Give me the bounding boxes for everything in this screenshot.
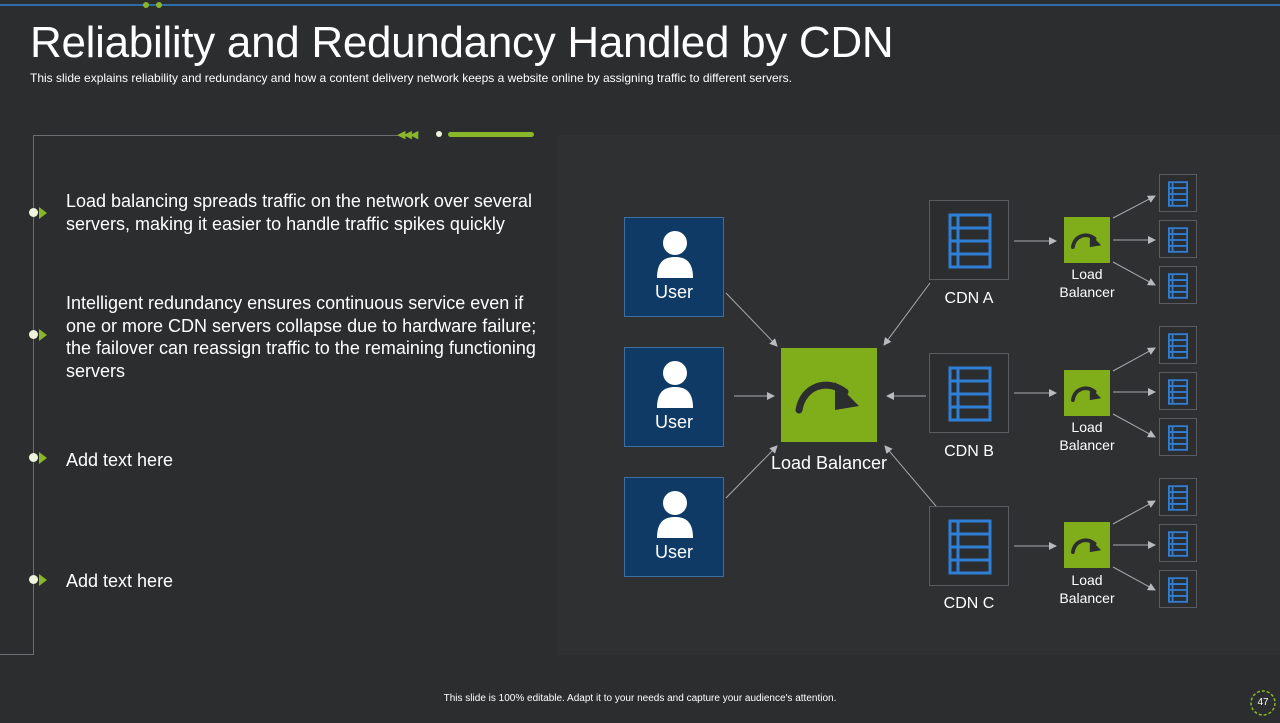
server-node	[1159, 524, 1197, 562]
cdn-label: CDN B	[944, 443, 994, 460]
cdn-node-b	[929, 353, 1009, 433]
server-rack-icon	[948, 366, 992, 422]
server-node	[1159, 174, 1197, 212]
bullet-text-1: Load balancing spreads traffic on the ne…	[66, 191, 532, 234]
top-accent-dot	[143, 2, 149, 8]
page-title: Reliability and Redundancy Handled by CD…	[30, 18, 894, 67]
edge-load-balancer-node	[1064, 370, 1110, 416]
gear-ring-icon	[1250, 690, 1276, 716]
top-accent-line	[0, 4, 1280, 6]
frame-line-top	[33, 135, 398, 136]
server-node	[1159, 372, 1197, 410]
server-rack-icon	[1168, 485, 1188, 511]
main-load-balancer-label: Load Balancer	[770, 453, 888, 473]
server-node	[1159, 478, 1197, 516]
page-number: 47	[1257, 697, 1269, 708]
bullet-icon	[29, 574, 49, 586]
redirect-arrow-icon	[1070, 233, 1102, 249]
page-number-badge: 47	[1248, 688, 1278, 718]
edge-load-balancer-node	[1064, 522, 1110, 568]
server-node	[1159, 326, 1197, 364]
server-node	[1159, 418, 1197, 456]
user-node-1: User	[624, 217, 724, 317]
server-rack-icon	[1168, 181, 1188, 207]
frame-line-vertical	[33, 135, 34, 655]
server-node	[1159, 570, 1197, 608]
redirect-arrow-icon	[1070, 386, 1102, 402]
accent-dot	[436, 131, 442, 137]
user-node-2: User	[624, 347, 724, 447]
user-label: User	[654, 542, 693, 562]
cdn-node-a	[929, 200, 1009, 280]
user-icon	[657, 231, 693, 278]
edge-load-balancer-label: Load Balancer	[1059, 572, 1115, 606]
bullet-icon	[29, 452, 49, 464]
redirect-arrow-icon	[1070, 538, 1102, 554]
cdn-label: CDN C	[943, 595, 995, 612]
server-rack-icon	[1168, 577, 1188, 603]
redirect-arrow-icon	[795, 381, 859, 414]
frame-line-bottom	[0, 654, 34, 655]
server-rack-icon	[948, 213, 992, 269]
server-rack-icon	[1168, 333, 1188, 359]
bullet-icon	[29, 329, 49, 341]
user-icon	[657, 361, 693, 408]
cdn-node-c	[929, 506, 1009, 586]
bullet-text-4: Add text here	[66, 571, 174, 591]
accent-bar	[448, 132, 534, 137]
server-rack-icon	[1168, 379, 1188, 405]
server-node	[1159, 266, 1197, 304]
bullet-icon	[29, 207, 49, 219]
bullet-text-3: Add text here	[66, 450, 174, 470]
user-label: User	[654, 412, 693, 432]
edge-load-balancer-label: Load Balancer	[1059, 419, 1115, 453]
edge-load-balancer-node	[1064, 217, 1110, 263]
main-load-balancer-node	[781, 348, 877, 442]
edge-load-balancer-label: Load Balancer	[1059, 266, 1115, 300]
user-icon	[657, 491, 693, 538]
server-node	[1159, 220, 1197, 258]
server-rack-icon	[1168, 273, 1188, 299]
bullet-text-2: Intelligent redundancy ensures continuou…	[66, 293, 537, 381]
user-label: User	[654, 282, 693, 302]
top-accent-dot	[156, 2, 162, 8]
server-rack-icon	[1168, 425, 1188, 451]
server-rack-icon	[1168, 531, 1188, 557]
server-rack-icon	[948, 519, 992, 575]
triple-arrow-icon: ◀◀◀	[397, 129, 418, 141]
server-rack-icon	[1168, 227, 1188, 253]
user-node-3: User	[624, 477, 724, 577]
page-subtitle: This slide explains reliability and redu…	[30, 71, 792, 85]
cdn-label: CDN A	[944, 290, 994, 307]
footer-note: This slide is 100% editable. Adapt it to…	[443, 693, 837, 704]
